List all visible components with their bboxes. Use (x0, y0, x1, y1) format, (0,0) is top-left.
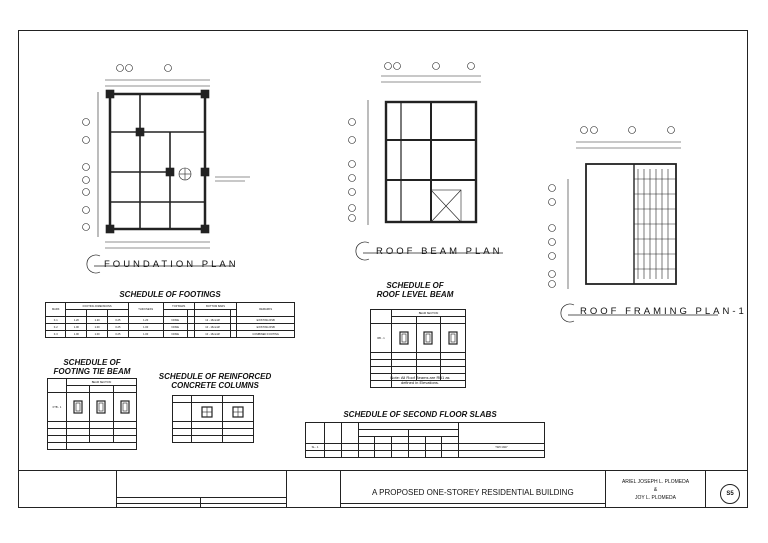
tie-beam-schedule-title: SCHEDULE OF FOOTING TIE BEAM (53, 358, 131, 376)
title-block-divider (116, 497, 286, 498)
title-block-divider (605, 470, 606, 508)
title-block-top-border (18, 470, 748, 471)
footings-schedule-table: MARK FOOTING DIMENSIONS THICKNESS TOP BA… (44, 302, 295, 338)
sheet-number-badge: S5 (720, 484, 740, 504)
roof-beam-schedule-title: SCHEDULE OF ROOF LEVEL BEAM (376, 281, 454, 299)
foundation-plan-title-marker (86, 254, 234, 274)
columns-schedule-title: SCHEDULE OF REINFORCED CONCRETE COLUMNS (158, 372, 272, 390)
foundation-plan-drawing (82, 64, 250, 249)
tie-beam-schedule-table: BEAM SECTION FTB - 1 (47, 378, 138, 450)
roof-framing-plan-drawing (548, 126, 681, 289)
title-block-divider (340, 470, 341, 508)
project-title: A PROPOSED ONE-STOREY RESIDENTIAL BUILDI… (372, 488, 574, 497)
title-block-divider (116, 470, 117, 508)
roof-beam-plan-drawing (348, 62, 481, 225)
title-block-divider (340, 503, 605, 504)
footings-schedule-title: SCHEDULE OF FOOTINGS (119, 290, 221, 299)
title-block-divider (200, 497, 201, 508)
roof-beam-note: Note: All Roof Beams are RB1 as defined … (390, 375, 450, 385)
roof-framing-plan-title: ROOF FRAMING PLAN-1 (580, 306, 747, 317)
drawing-sheet (18, 30, 748, 508)
table-row (305, 450, 545, 458)
owner-names: ARIEL JOSEPH L. PLOMEDA & JOY L. PLOMEDA (621, 479, 690, 501)
foundation-plan-title: FOUNDATION PLAN (104, 259, 239, 270)
title-block-divider (286, 470, 287, 508)
title-block-divider (116, 503, 286, 504)
slabs-schedule-title: SCHEDULE OF SECOND FLOOR SLABS (343, 410, 497, 419)
roof-beam-plan-title-marker (355, 241, 503, 261)
columns-schedule-table (172, 395, 254, 443)
roof-framing-plan-title-marker (560, 303, 718, 323)
title-block-divider (705, 470, 706, 508)
roof-beam-schedule-table: BEAM SECTION RB - 1 (370, 309, 466, 388)
roof-beam-plan-title: ROOF BEAM PLAN (376, 246, 503, 257)
